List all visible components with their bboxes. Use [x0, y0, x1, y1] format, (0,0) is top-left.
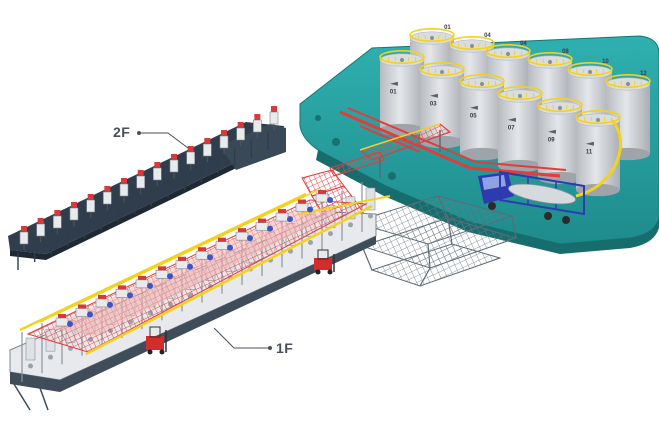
tank-front: 09: [537, 98, 583, 185]
reactor-vessel: [155, 266, 173, 280]
forklift-right: [314, 249, 335, 275]
label-leader-1f: [213, 327, 272, 350]
tank-top-label: 04: [520, 41, 527, 47]
platform-fitting: [332, 138, 340, 146]
mixer-unit: [36, 218, 45, 242]
floor-2f-mezzanine: [8, 106, 286, 270]
mixer-unit: [236, 122, 245, 146]
reactor-vessel: [275, 209, 293, 223]
mixer-unit: [269, 106, 279, 130]
floor-label-2f: 2F: [113, 124, 131, 140]
floor-1f-building: [9, 182, 391, 411]
mixer-unit: [186, 146, 195, 170]
tank-front: 11: [575, 110, 621, 197]
reactor-vessel: [295, 199, 313, 213]
tank-body-label: 03: [430, 102, 437, 108]
label-leader-2f: [137, 131, 189, 149]
mixer-unit: [119, 178, 129, 202]
tank-body-label: 11: [586, 150, 593, 156]
tank-body-label: 05: [470, 114, 477, 120]
tank-front: 05: [459, 74, 505, 161]
tank-body-label: 09: [548, 138, 555, 144]
mixer-unit: [169, 154, 179, 178]
mixer-unit: [19, 226, 29, 250]
reactor-vessel: [175, 256, 193, 270]
tanker-truck: [478, 170, 585, 224]
mixer-unit: [86, 194, 95, 218]
mixer-unit: [203, 138, 212, 162]
mixer-unit: [69, 202, 79, 226]
floor-label-1f: 1F: [276, 340, 294, 356]
platform-fitting: [388, 172, 396, 180]
tank-top-label: 12: [640, 71, 647, 77]
tank-pipe-manifold: [339, 107, 567, 178]
reactor-vessel: [215, 237, 233, 251]
forklift-left: [146, 326, 167, 355]
tank-top-label: 10: [602, 59, 609, 65]
tank-body-label: 01: [390, 90, 397, 96]
mixer-unit: [53, 210, 62, 234]
reactor-vessel: [255, 218, 273, 232]
mixer-unit: [153, 162, 162, 186]
reactor-vessel: [235, 228, 253, 242]
tank-front: 07: [497, 86, 543, 173]
reactor-vessel: [315, 190, 333, 203]
filling-station: [25, 337, 36, 369]
platform-fitting: [315, 115, 321, 121]
spiral-staircase: [575, 119, 622, 198]
tank-body-label: 07: [508, 126, 515, 132]
reactor-vessel: [95, 294, 113, 308]
tank-top-label: 08: [562, 49, 569, 55]
steel-frame-structure: [352, 195, 518, 287]
tank-top-label: 01: [444, 25, 451, 31]
reactor-vessel: [75, 304, 93, 318]
reactor-vessel: [135, 275, 153, 289]
mixer-unit: [103, 186, 112, 210]
mixer-unit: [219, 130, 229, 154]
reactor-vessel: [55, 314, 73, 327]
reactor-vessel: [115, 285, 133, 299]
mixer-unit: [136, 170, 145, 194]
mixer-unit: [253, 114, 262, 138]
reactor-vessel: [195, 247, 213, 261]
tank-top-label: 04: [484, 33, 491, 39]
